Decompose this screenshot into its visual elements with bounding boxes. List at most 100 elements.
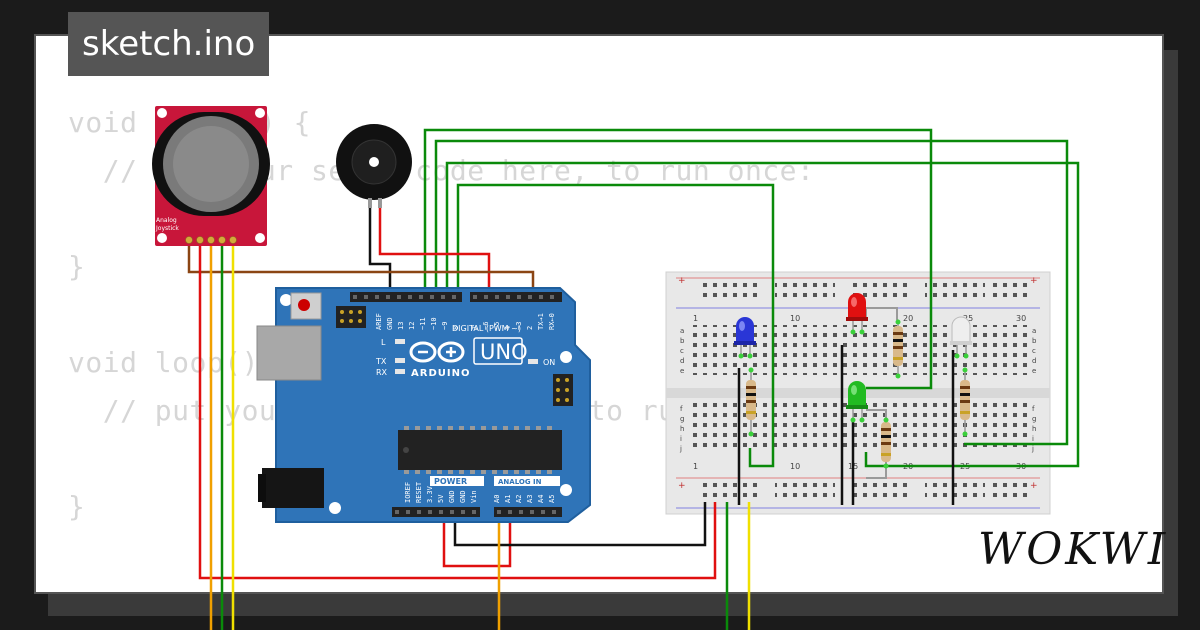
header-pin[interactable] [386,295,390,299]
bb-row-label: d [1032,357,1036,365]
led-rx [395,369,405,374]
wire-green[interactable] [434,139,1069,446]
code-line: } [68,250,86,283]
power-jack [262,468,324,508]
header-pin[interactable] [519,510,523,514]
digital-header-low[interactable] [470,292,562,302]
pin-label: ~5 [493,322,501,330]
bb-row-label: c [1032,347,1036,355]
resistor[interactable] [881,417,891,469]
svg-text:+: + [678,481,686,491]
header-pin[interactable] [417,510,421,514]
chip-leg [448,470,453,474]
header-pin[interactable] [439,510,443,514]
analog-header[interactable] [494,507,562,517]
reset-button-cap[interactable] [298,299,310,311]
led-green[interactable] [846,381,868,423]
bb-col-number: 10 [790,314,800,323]
chip-leg [547,426,552,430]
header-pin[interactable] [395,510,399,514]
header-pin[interactable] [530,510,534,514]
header-pin[interactable] [430,295,434,299]
analog-label: ANALOG IN [498,478,542,486]
wire-green[interactable] [445,161,1080,468]
wire-red[interactable] [198,240,717,580]
arduino-logo-icon [409,341,465,363]
chip-leg [481,426,486,430]
pin-label: GND [448,490,456,503]
wire-green[interactable] [456,183,775,468]
svg-text:+: + [1030,276,1038,286]
pin-label: 12 [408,322,416,330]
header-pin[interactable] [473,295,477,299]
header-pin[interactable] [397,295,401,299]
header-pin[interactable] [484,295,488,299]
pin-label: GND [459,490,467,503]
digital-header-high[interactable] [350,292,462,302]
led-tx [395,358,405,363]
header-pin[interactable] [539,295,543,299]
resistor[interactable] [960,367,970,437]
led-white[interactable] [950,316,972,359]
header-pin[interactable] [552,510,556,514]
header-pin[interactable] [452,295,456,299]
board-model: UNO [480,340,528,364]
header-pin[interactable] [441,295,445,299]
wire-green[interactable] [423,128,933,390]
buzzer[interactable] [336,124,412,208]
header-pin[interactable] [419,295,423,299]
resistor[interactable] [746,367,756,437]
bb-row-label: h [680,425,684,433]
wire-grey[interactable] [866,409,887,420]
wire-brown[interactable] [187,240,535,298]
header-pin[interactable] [406,510,410,514]
chip-leg [547,470,552,474]
chip-leg [481,470,486,474]
header-pin[interactable] [508,510,512,514]
bb-col-number: 20 [903,314,913,323]
digital-label: DIGITAL (PWM ~) [452,324,521,333]
bb-row-label: a [1032,327,1036,335]
power-header[interactable] [392,507,480,517]
led-blue[interactable] [734,317,756,359]
wire-black[interactable] [453,502,707,547]
bb-row-label: b [680,337,685,345]
header-pin[interactable] [364,295,368,299]
resistor[interactable] [893,319,903,379]
chip-leg [470,426,475,430]
header-pin[interactable] [495,295,499,299]
bb-row-label: a [680,327,684,335]
header-pin[interactable] [550,295,554,299]
wire-red[interactable] [378,200,491,298]
led-red[interactable] [846,293,868,335]
sketch-file-tab[interactable]: sketch.ino [68,12,270,76]
header-pin[interactable] [461,510,465,514]
header-pin[interactable] [450,510,454,514]
pin-label: GND [386,317,394,330]
header-pin[interactable] [353,295,357,299]
wire-red[interactable] [442,512,512,568]
pin-label: 7 [471,326,479,330]
arduino-wordmark: ARDUINO [411,368,470,379]
usb-port [256,325,322,381]
wires[interactable] [187,128,1080,630]
pin-label: A3 [526,495,534,503]
header-pin[interactable] [528,295,532,299]
power-label: POWER [434,477,467,486]
chip-leg [525,426,530,430]
header-pin[interactable] [497,510,501,514]
header-pin[interactable] [472,510,476,514]
header-pin[interactable] [375,295,379,299]
analog-joystick[interactable]: Analog Joystick [152,106,270,246]
header-pin[interactable] [517,295,521,299]
header-pin[interactable] [541,510,545,514]
chip-leg [448,426,453,430]
header-pin[interactable] [506,295,510,299]
chip-leg [437,470,442,474]
wire-black[interactable] [368,200,392,298]
chip-leg [514,426,519,430]
header-pin[interactable] [428,510,432,514]
header-pin[interactable] [408,295,412,299]
